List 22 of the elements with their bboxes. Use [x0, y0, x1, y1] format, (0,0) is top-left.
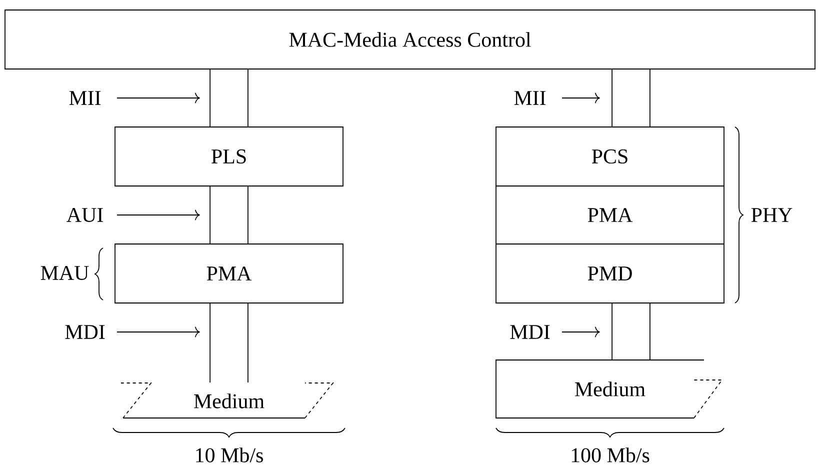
medium-drawing: Medium	[120, 382, 334, 418]
layer-box: MAC-Media Access Control	[4, 10, 816, 70]
layer-box: PCS	[496, 126, 724, 186]
layer-box: PLS	[114, 126, 344, 186]
brace-label: MAU	[40, 266, 89, 280]
speed-label: 10 Mb/s	[196, 448, 263, 462]
interface-bar	[210, 186, 248, 244]
interface-bar	[210, 303, 248, 383]
interface-label: MII	[514, 91, 546, 105]
interface-label: AUI	[66, 208, 103, 222]
interface-bar	[612, 69, 650, 127]
interface-bar	[612, 303, 650, 360]
interface-bar	[210, 69, 248, 127]
layer-box: PMA	[496, 186, 724, 244]
interface-label: MII	[69, 91, 101, 105]
medium-drawing: Medium	[496, 360, 723, 418]
layer-box: PMA	[114, 244, 344, 304]
brace-label: PHY	[751, 208, 792, 222]
interface-label: MDI	[65, 325, 105, 339]
interface-label: MDI	[510, 325, 550, 339]
speed-label: 100 Mb/s	[572, 448, 650, 462]
layer-box: PMD	[496, 244, 724, 304]
